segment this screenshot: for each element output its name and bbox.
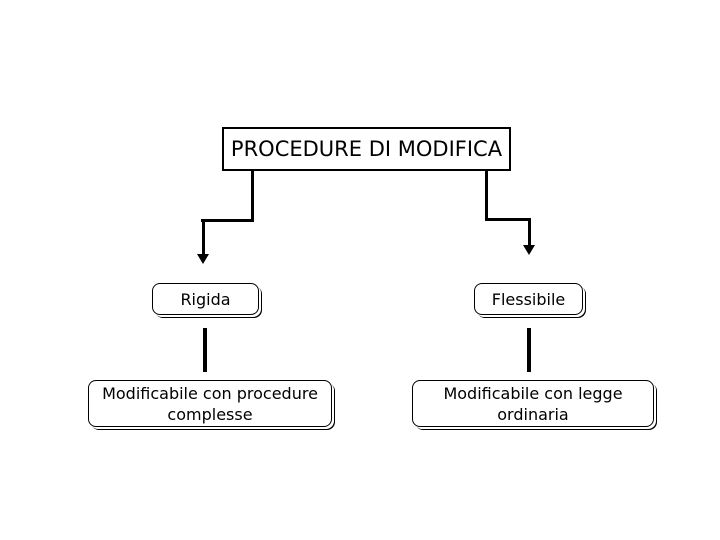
- connector-left-drop: [202, 219, 205, 255]
- connector-right-stem: [485, 171, 488, 220]
- link-left-vertical: [203, 328, 207, 372]
- node-detail-right: Modificabile con legge ordinaria: [412, 380, 654, 427]
- node-flessibile: Flessibile: [474, 283, 583, 315]
- arrowhead-right-icon: [523, 245, 535, 255]
- connector-right-drop: [528, 218, 531, 247]
- node-detail-left: Modificabile con procedure complesse: [88, 380, 332, 427]
- title-label: PROCEDURE DI MODIFICA: [230, 137, 503, 161]
- connector-left-stem: [251, 171, 254, 221]
- arrowhead-left-icon: [197, 254, 209, 264]
- link-right-vertical: [527, 328, 531, 372]
- node-rigida-label: Rigida: [180, 289, 231, 309]
- title-node: PROCEDURE DI MODIFICA: [222, 127, 511, 171]
- node-flessibile-label: Flessibile: [491, 289, 566, 309]
- connector-right-elbow: [485, 218, 531, 221]
- node-detail-left-line1: Modificabile con procedure: [102, 383, 318, 403]
- node-rigida: Rigida: [152, 283, 259, 315]
- node-detail-right-line1: Modificabile con legge: [443, 383, 623, 403]
- node-detail-left-line2: complesse: [167, 404, 253, 424]
- connector-left-elbow: [201, 219, 254, 222]
- node-detail-right-line2: ordinaria: [497, 404, 569, 424]
